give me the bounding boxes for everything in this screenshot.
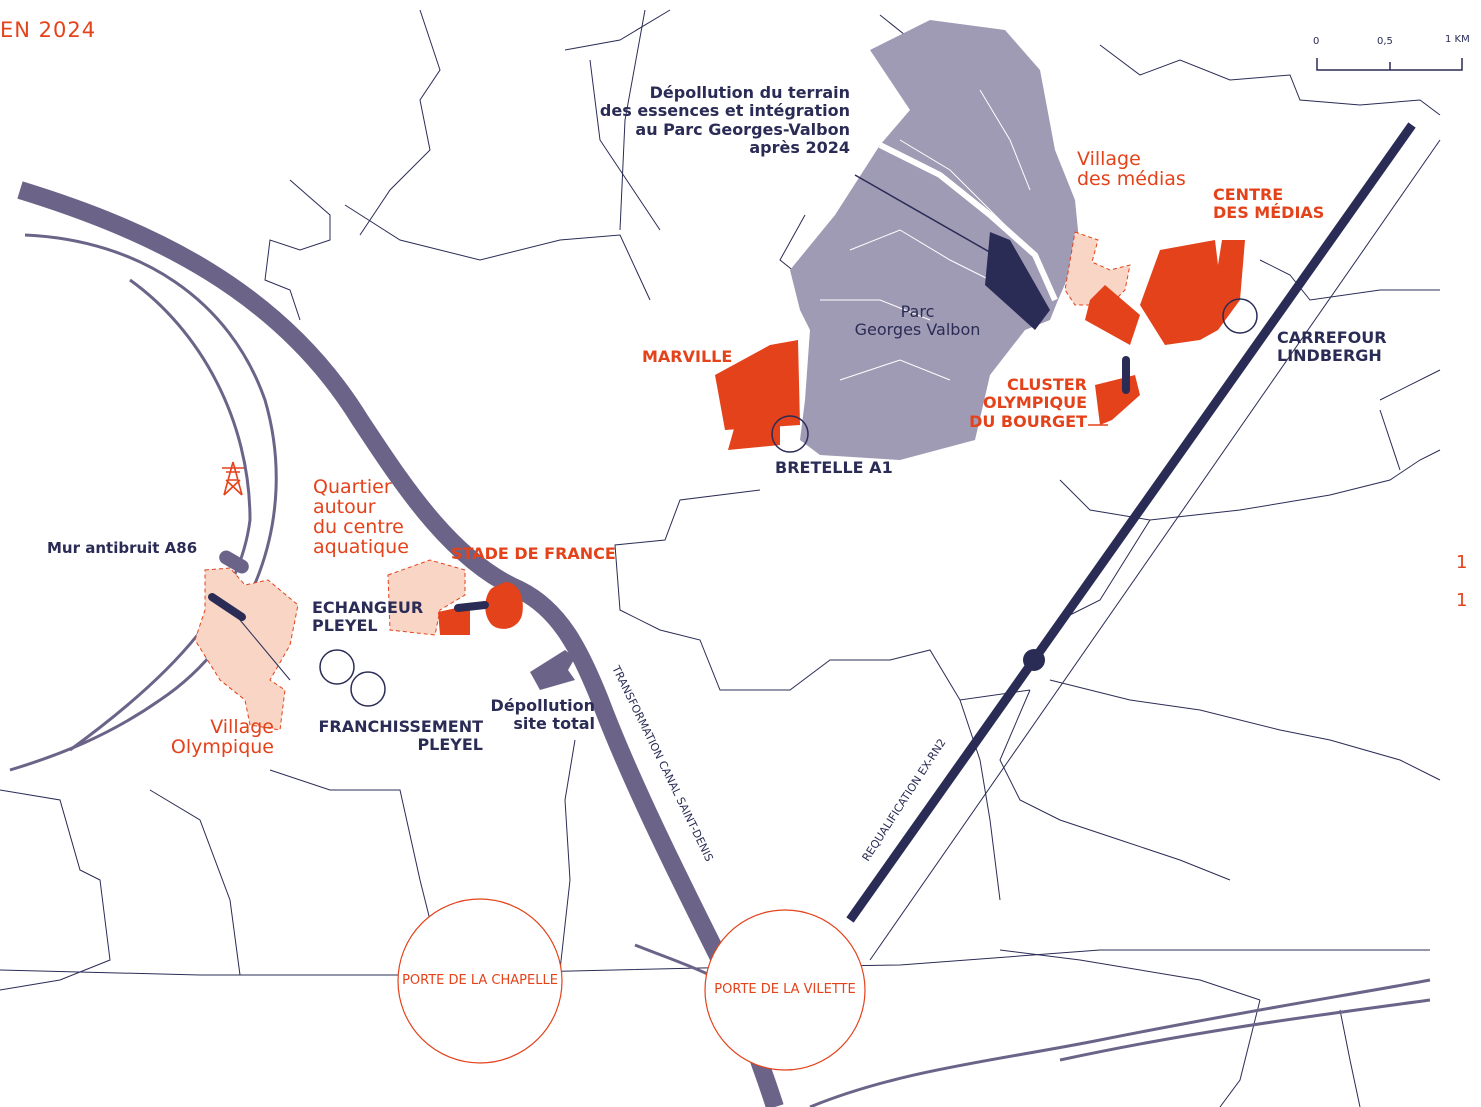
label-line: OLYMPIQUE [982, 393, 1087, 413]
depollution-terrain-site [985, 232, 1050, 330]
label-line: DES MÉDIAS [1213, 203, 1325, 223]
scale-label-half: 0,5 [1377, 36, 1393, 47]
cluster-olympique-area-2 [1095, 375, 1140, 425]
bretelle-a1-label: BRETELLE A1 [775, 458, 893, 477]
label-line: Dépollution [490, 696, 595, 715]
label-line: au Parc Georges-Valbon [635, 119, 850, 139]
quartier-aquatique-area [387, 559, 466, 636]
stade-link [454, 601, 489, 612]
stade-de-france-label: STADE DE FRANCE [451, 544, 616, 563]
page-title: EN 2024 [0, 18, 97, 42]
village-olympique-label: Village Olympique [150, 716, 274, 758]
park-inner-paths [820, 89, 1031, 381]
mur-antibruit-label: Mur antibruit A86 [47, 539, 198, 557]
porte-vilette-label: PORTE DE LA VILETTE [714, 982, 856, 997]
label-line: Village [210, 716, 274, 738]
parc-georges-valbon [790, 20, 1080, 460]
marville-area [715, 340, 800, 430]
mur-antibruit-shape [219, 550, 249, 574]
power-pylon-icon [222, 461, 244, 496]
label-line: aquatique [313, 535, 409, 558]
cluster-olympique-area [1085, 285, 1140, 345]
edge-number-2: 1 [1456, 590, 1468, 611]
franchissement-pleyel-marker [350, 671, 386, 707]
label-line: DU BOURGET [969, 411, 1087, 431]
label-line: Parc [900, 302, 935, 321]
depollution-terrain-label: Dépollution du terrain des essences et i… [575, 83, 850, 158]
porte-vilette-circle [704, 909, 866, 1071]
label-line: PLEYEL [417, 735, 483, 755]
quartier-aquatique-label: Quartier autour du centre aquatique [313, 476, 409, 558]
carrefour-lindbergh-label: CARREFOUR LINDBERGH [1277, 328, 1387, 366]
echangeur-pleyel-label: ECHANGEUR PLEYEL [312, 598, 424, 636]
parc-label: Parc Georges Valbon [840, 303, 995, 338]
franchissement-pleyel-label: FRANCHISSEMENT PLEYEL [305, 717, 483, 755]
label-line: ECHANGEUR [312, 598, 424, 617]
river-seine [9, 233, 278, 772]
commune-boundaries [0, 9, 1441, 1107]
mur-antibruit-bar [208, 593, 246, 621]
label-line: après 2024 [749, 138, 850, 158]
label-line: Quartier [313, 476, 392, 498]
label-line: Dépollution du terrain [649, 83, 850, 102]
carrefour-lindbergh-marker [1222, 298, 1258, 334]
aquatique-center [438, 605, 470, 635]
cluster-olympique-label: CLUSTER OLYMPIQUE DU BOURGET [955, 375, 1087, 431]
scale-bar [1316, 58, 1463, 71]
label-line: des essences et intégration [599, 101, 850, 121]
depollution-leader-line [854, 174, 1001, 259]
label-line: CLUSTER [1006, 375, 1087, 394]
label-line: FRANCHISSEMENT [318, 717, 483, 736]
label-line: LINDBERGH [1277, 346, 1382, 366]
depollution-site-label: Dépollution site total [480, 696, 595, 734]
label-line: Village [1077, 148, 1141, 170]
park-boundary-line [878, 142, 1058, 302]
village-internal-line [239, 619, 291, 681]
depollution-site-total [530, 650, 575, 690]
porte-chapelle-label: PORTE DE LA CHAPELLE [402, 973, 558, 988]
label-line: PLEYEL [312, 616, 378, 636]
edge-number-1: 1 [1456, 552, 1468, 573]
stade-de-france-shape [485, 582, 523, 629]
rn2-road [846, 122, 1416, 923]
label-line: du centre [313, 515, 404, 538]
scale-label-0: 0 [1313, 36, 1320, 47]
rn2-parallel-line [869, 139, 1441, 961]
canal-saint-denis [17, 181, 784, 1107]
village-medias-label: Village des médias [1077, 148, 1186, 190]
label-line: Olympique [170, 735, 274, 758]
village-medias-area [1064, 231, 1131, 306]
label-line: CENTRE [1213, 185, 1284, 204]
label-line: Georges Valbon [854, 319, 981, 339]
label-line: site total [513, 714, 595, 734]
label-line: des médias [1077, 167, 1186, 190]
centre-medias-area [1140, 240, 1245, 345]
village-olympique-area [194, 567, 299, 731]
label-line: CARREFOUR [1277, 328, 1387, 347]
porte-chapelle-circle [397, 898, 563, 1064]
bretelle-a1-marker [771, 415, 809, 453]
marville-label: MARVILLE [642, 347, 733, 366]
scale-label-1km: 1 KM [1445, 34, 1470, 45]
marville-area-2 [728, 425, 780, 450]
echangeur-pleyel-marker [319, 649, 355, 685]
centre-medias-label: CENTRE DES MÉDIAS [1213, 185, 1325, 223]
rn2-node [1023, 649, 1045, 671]
label-line: autour [313, 495, 376, 518]
